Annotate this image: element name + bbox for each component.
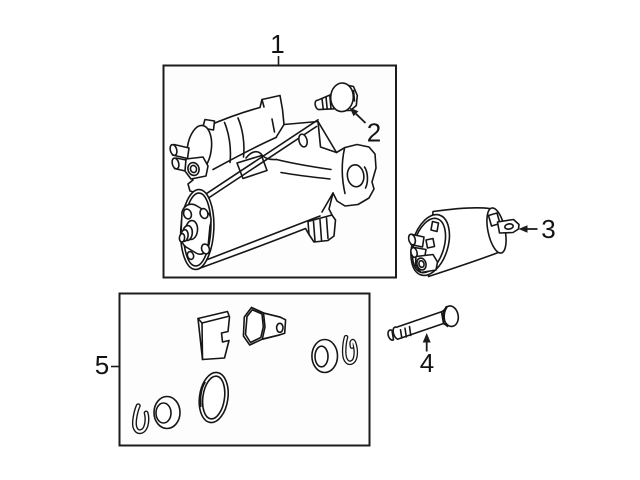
svg-text:2: 2 (367, 118, 381, 148)
svg-text:3: 3 (541, 214, 555, 244)
svg-text:5: 5 (95, 350, 109, 380)
svg-text:4: 4 (420, 348, 434, 378)
svg-text:1: 1 (270, 29, 284, 59)
